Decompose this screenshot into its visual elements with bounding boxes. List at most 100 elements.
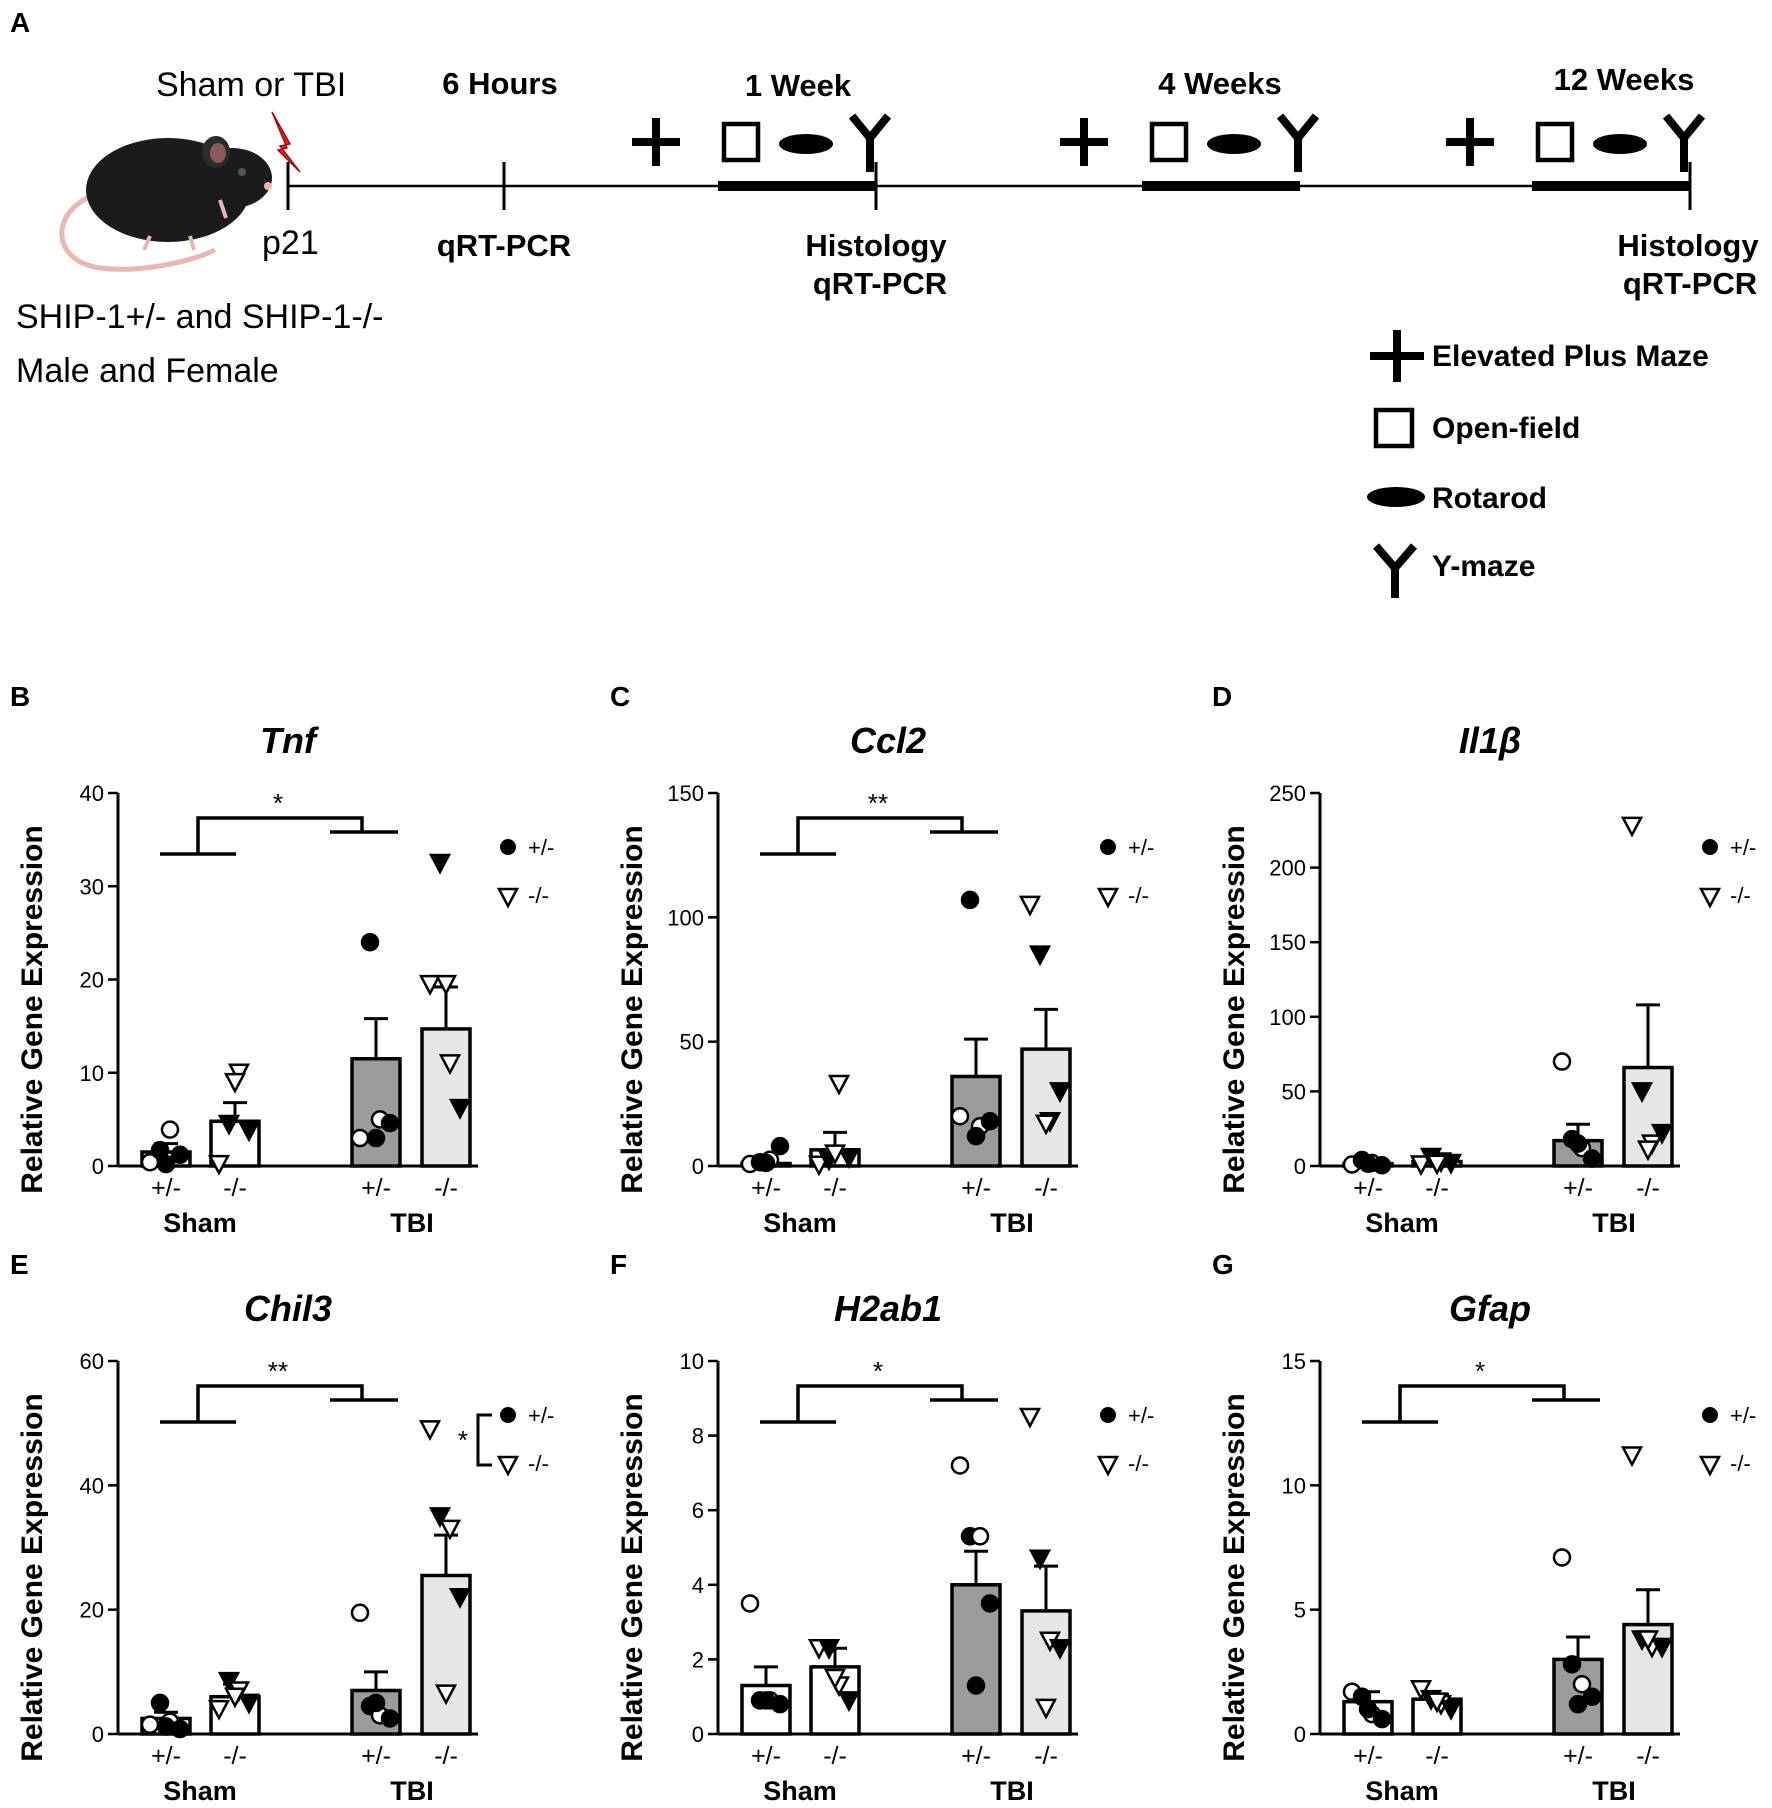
legend-label-ko: -/-	[528, 1451, 549, 1476]
legend-marker-het	[500, 1407, 516, 1423]
significance-bracket	[760, 816, 998, 856]
y-axis-label: Relative Gene Expression	[16, 825, 49, 1194]
legend-label-het: +/-	[1730, 835, 1756, 860]
data-point	[1562, 1655, 1582, 1674]
y-tick-label: 4	[692, 1573, 704, 1598]
data-point	[960, 890, 980, 910]
category-label: +/-	[961, 1742, 991, 1770]
legend-marker-het	[500, 839, 516, 855]
category-label: -/-	[823, 1174, 847, 1202]
panel-label: E	[10, 1249, 29, 1280]
chart-title: H2ab1	[834, 1288, 942, 1329]
y-tick-label: 200	[1269, 856, 1306, 881]
data-point	[1439, 1699, 1463, 1721]
data-point	[217, 1114, 241, 1136]
y-tick-label: 10	[80, 1061, 104, 1086]
legend-y-maze: Y-maze	[1432, 550, 1535, 583]
category-label: +/-	[151, 1742, 181, 1770]
data-point	[1425, 1154, 1449, 1176]
genotype-label: SHIP-1+/- and SHIP-1-/-	[16, 298, 384, 336]
data-point	[1568, 1134, 1588, 1153]
data-point	[448, 1587, 472, 1609]
data-point	[980, 1111, 1000, 1131]
y-tick-label: 60	[80, 1349, 104, 1374]
group-label-tbi: TBI	[390, 1208, 434, 1238]
significance-label: *	[273, 788, 283, 818]
data-point	[434, 974, 458, 996]
group-label-tbi: TBI	[1592, 1776, 1636, 1806]
legend-label-ko: -/-	[528, 883, 549, 908]
category-label: -/-	[1034, 1174, 1058, 1202]
data-point	[1028, 1549, 1052, 1571]
category-label: -/-	[434, 1174, 458, 1202]
assay-1w-qrtpcr: qRT-PCR	[813, 266, 947, 301]
behavior-icons-4w	[1060, 113, 1320, 172]
legend-label-het: +/-	[1128, 1403, 1154, 1428]
y-tick-label: 10	[680, 1349, 704, 1374]
category-label: +/-	[1353, 1742, 1383, 1770]
data-point	[140, 1715, 160, 1734]
legend-label-het: +/-	[1730, 1403, 1756, 1428]
significance-label: *	[873, 1356, 883, 1386]
assay-12w-histology: Histology	[1617, 228, 1759, 263]
data-point	[1409, 1155, 1433, 1177]
y-tick-label: 100	[1269, 1005, 1306, 1030]
legend-marker-ko	[496, 887, 520, 909]
legend-open-field: Open-field	[1432, 412, 1580, 445]
y-tick-label: 250	[1269, 781, 1306, 806]
y-tick-label: 0	[1294, 1722, 1306, 1747]
category-label: -/-	[1425, 1174, 1449, 1202]
panel-label: D	[1212, 681, 1232, 712]
panel-a-timeline: A Sham or TBI p21 SHIP-1+/- and SHIP-1-/…	[10, 7, 1759, 598]
data-point	[1630, 1082, 1654, 1104]
side-significance-bracket	[476, 1413, 492, 1467]
group-label-tbi: TBI	[990, 1208, 1034, 1238]
data-point	[156, 1154, 176, 1174]
category-label: +/-	[361, 1174, 391, 1202]
category-label: -/-	[1425, 1742, 1449, 1770]
y-tick-label: 10	[1282, 1473, 1306, 1498]
behavior-legend: Elevated Plus Maze Open-field Rotarod Y-…	[1367, 330, 1709, 598]
group-label-tbi: TBI	[390, 1776, 434, 1806]
y-tick-label: 8	[692, 1424, 704, 1449]
square-icon	[1373, 407, 1415, 449]
data-point	[1425, 1692, 1449, 1714]
legend-marker-het	[1702, 1407, 1718, 1423]
data-point	[434, 1684, 458, 1706]
assay-12w-qrtpcr: qRT-PCR	[1623, 266, 1757, 301]
legend-rotarod: Rotarod	[1432, 482, 1547, 515]
data-point	[207, 1154, 231, 1176]
plus-icon	[1370, 330, 1424, 382]
panel-label-a: A	[10, 7, 30, 38]
group-label-sham: Sham	[763, 1776, 837, 1806]
age-label: p21	[262, 224, 319, 262]
data-point	[428, 1507, 452, 1529]
data-point	[237, 1121, 261, 1143]
data-point	[756, 1691, 776, 1710]
y-tick-label: 0	[692, 1154, 704, 1179]
legend-label-ko: -/-	[1128, 1451, 1149, 1476]
data-point	[438, 1519, 462, 1541]
data-point	[150, 1693, 170, 1713]
legend-marker-ko	[496, 1455, 520, 1477]
data-point	[1048, 1638, 1072, 1660]
y-axis-label: Relative Gene Expression	[1218, 825, 1251, 1194]
group-label-sham: Sham	[163, 1776, 237, 1806]
data-point	[1650, 1637, 1674, 1659]
group-label-sham: Sham	[1365, 1776, 1439, 1806]
category-label: +/-	[1353, 1174, 1383, 1202]
y-tick-label: 50	[1282, 1079, 1306, 1104]
category-label: -/-	[1034, 1742, 1058, 1770]
assay-1w-histology: Histology	[805, 228, 947, 263]
y-axis-label: Relative Gene Expression	[16, 1393, 49, 1762]
data-point	[428, 853, 452, 875]
data-point	[380, 1113, 400, 1133]
data-point	[1034, 1114, 1058, 1136]
data-point	[980, 1594, 1000, 1613]
legend-label-het: +/-	[1128, 835, 1154, 860]
panel-label: B	[10, 681, 30, 712]
